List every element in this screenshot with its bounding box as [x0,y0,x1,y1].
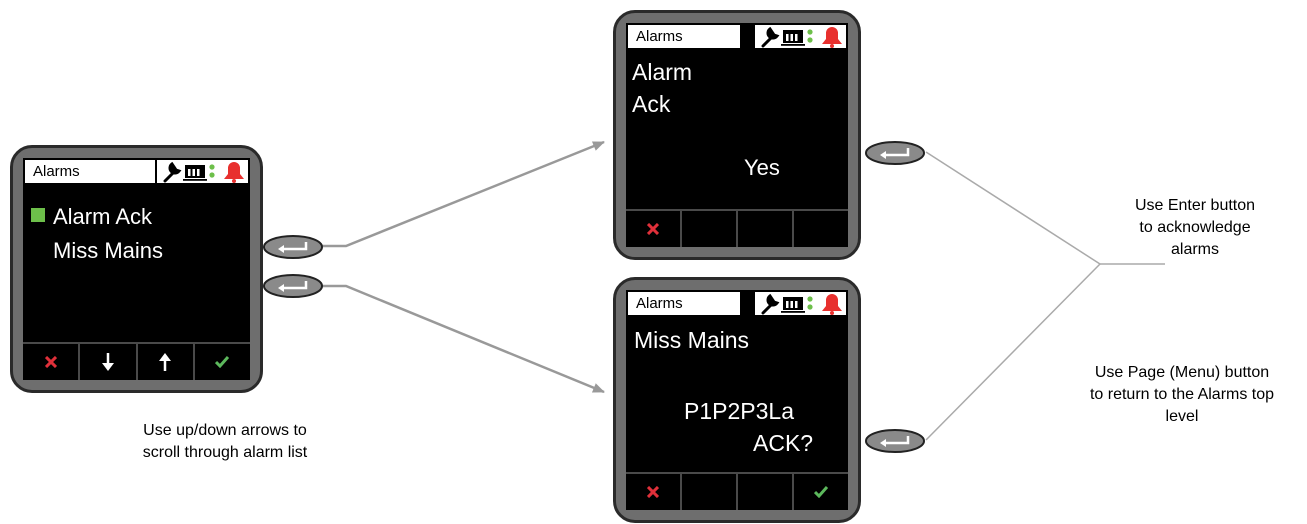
softkey-up[interactable] [138,344,195,380]
close-icon [647,486,659,498]
softkey-confirm[interactable] [195,344,250,380]
status-dots-icon [807,29,813,43]
softkey-down[interactable] [80,344,138,380]
enter-button-icon[interactable] [864,140,926,166]
bell-icon [822,27,842,48]
softkey-empty-4[interactable] [794,211,848,247]
header-title: Alarms [25,160,157,183]
softkey-cancel[interactable] [626,474,682,510]
device-bottom: Alarms Miss Mains P1P2P3La ACK? [613,277,861,523]
bell-icon [822,294,842,315]
battery-icon [781,30,805,46]
alarm-list-item-label: Miss Mains [53,238,164,263]
softkey-bar [626,209,848,247]
arrow-to-miss-mains [312,284,605,394]
caption-enter: Use Enter button to acknowledge alarms [1134,197,1256,258]
caption-page: Use Page (Menu) button to return to the … [1089,364,1275,425]
menu-line-0: Alarm [632,59,693,85]
bell-icon [224,162,244,183]
wrench-icon [761,26,780,48]
parameter-value[interactable]: Yes [744,155,780,180]
wrench-icon [761,293,780,315]
device-bottom-screen: Alarms Miss Mains P1P2P3La ACK? [626,290,848,510]
softkey-empty-2[interactable] [682,211,738,247]
softkey-empty-3[interactable] [738,211,794,247]
device-left: Alarms Alarm Ack Miss Mains [10,145,263,393]
status-icons [753,292,846,315]
header-bar: Alarms [626,23,848,50]
alarm-list-item-label: Alarm Ack [53,204,153,229]
softkey-empty-3[interactable] [738,474,794,510]
enter-button-icon[interactable] [262,273,324,299]
caption-scroll: Use up/down arrows to scroll through ala… [142,422,308,461]
softkey-bar [626,472,848,510]
softkey-confirm[interactable] [794,474,848,510]
header-bar: Alarms [23,158,250,185]
parameter-value-line1: P1P2P3La [684,398,794,424]
arrow-up-icon [159,353,172,371]
selection-marker [31,208,45,222]
header-title: Alarms [628,25,740,48]
softkey-bar [23,342,250,380]
callout-line-enter-bottom [925,263,1101,441]
status-icons [155,160,248,183]
header-title: Alarms [628,292,740,315]
wrench-icon [163,161,182,183]
softkey-cancel[interactable] [626,211,682,247]
softkey-empty-2[interactable] [682,474,738,510]
menu-line-0: Miss Mains [634,327,750,353]
parameter-value-line2[interactable]: ACK? [753,430,814,456]
arrow-down-icon [101,353,114,371]
enter-button-icon[interactable] [864,428,926,454]
arrow-to-alarm-ack [312,140,605,248]
close-icon [44,356,57,368]
battery-icon [781,297,805,313]
alarm-list-item-0[interactable]: Alarm Ack [31,204,152,230]
alarm-list-item-1[interactable]: Miss Mains [53,238,163,264]
close-icon [647,223,659,235]
header-bar: Alarms [626,290,848,317]
check-icon [215,356,230,368]
device-top: Alarms Alarm Ack Yes [613,10,861,260]
softkey-cancel[interactable] [23,344,81,380]
status-dots-icon [209,164,215,178]
battery-icon [183,165,207,181]
status-icons [753,25,846,48]
check-icon [814,486,828,498]
device-left-screen: Alarms Alarm Ack Miss Mains [23,158,250,380]
device-top-screen: Alarms Alarm Ack Yes [626,23,848,247]
status-dots-icon [807,296,813,310]
enter-button-icon[interactable] [262,234,324,260]
menu-line-1: Ack [632,91,671,117]
callout-line-enter-top [925,151,1101,265]
